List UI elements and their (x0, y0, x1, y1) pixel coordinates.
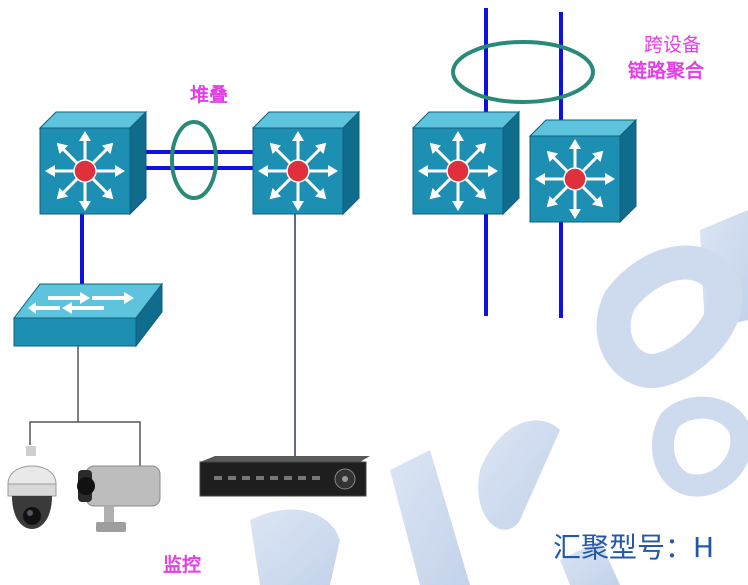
cross-device-aggregation-ring (451, 40, 595, 104)
aggregation-model-label: 汇聚型号：H (553, 531, 715, 564)
camera-cabling (29, 345, 141, 470)
l2-switch-icon (12, 282, 164, 348)
monitor-label: 监控 (163, 554, 202, 576)
nvr-icon (199, 456, 370, 497)
stack-links (132, 150, 256, 170)
l3-switch-icon (40, 112, 146, 214)
cross-device-links (484, 8, 563, 318)
stack-label: 堆叠 (190, 84, 229, 106)
dome-camera-icon (7, 446, 57, 529)
l3-switch-icon (253, 112, 359, 214)
link-aggregation-label: 链路聚合 (628, 60, 705, 82)
l3-switch-icon (413, 112, 519, 214)
stack-aggregation-ring (170, 120, 218, 200)
l3-switch-icon (530, 120, 636, 222)
bullet-camera-icon (77, 465, 161, 532)
cross-device-label: 跨设备 (644, 34, 702, 56)
watermark (250, 210, 748, 585)
